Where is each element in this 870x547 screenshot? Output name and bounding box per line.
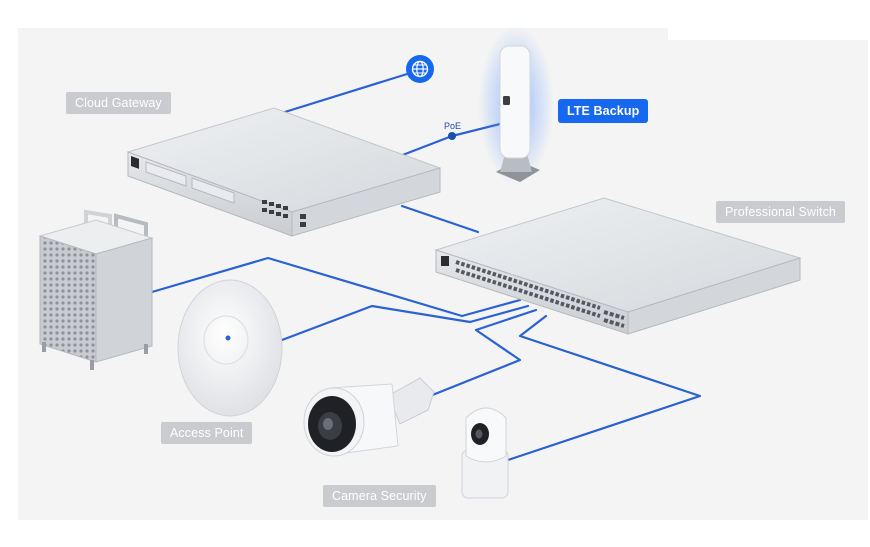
poe-connector-dot: [448, 132, 456, 140]
globe-icon: [406, 55, 434, 83]
cloud-gateway-device: [126, 107, 442, 237]
label-professional-switch: Professional Switch: [716, 201, 845, 223]
link-switch-access-point: [280, 304, 530, 342]
flex-camera-device: [461, 407, 509, 499]
link-switch-camera-bullet: [418, 308, 538, 402]
label-poe: PoE: [444, 121, 462, 131]
link-switch-workstation: [150, 256, 522, 318]
label-cloud-gateway: Cloud Gateway: [66, 92, 171, 114]
lte-backup-device: [478, 25, 554, 185]
bullet-camera-device: [303, 377, 435, 457]
access-point-device: [177, 279, 283, 417]
link-switch-camera-flex: [506, 314, 702, 462]
label-lte-backup: LTE Backup: [558, 99, 649, 123]
workstation-device: [38, 209, 154, 370]
label-camera-security: Camera Security: [323, 485, 436, 507]
link-gateway-internet: [270, 68, 422, 118]
professional-switch-device: [434, 197, 802, 335]
link-gateway-switch: [400, 204, 480, 234]
label-access-point: Access Point: [161, 422, 253, 444]
